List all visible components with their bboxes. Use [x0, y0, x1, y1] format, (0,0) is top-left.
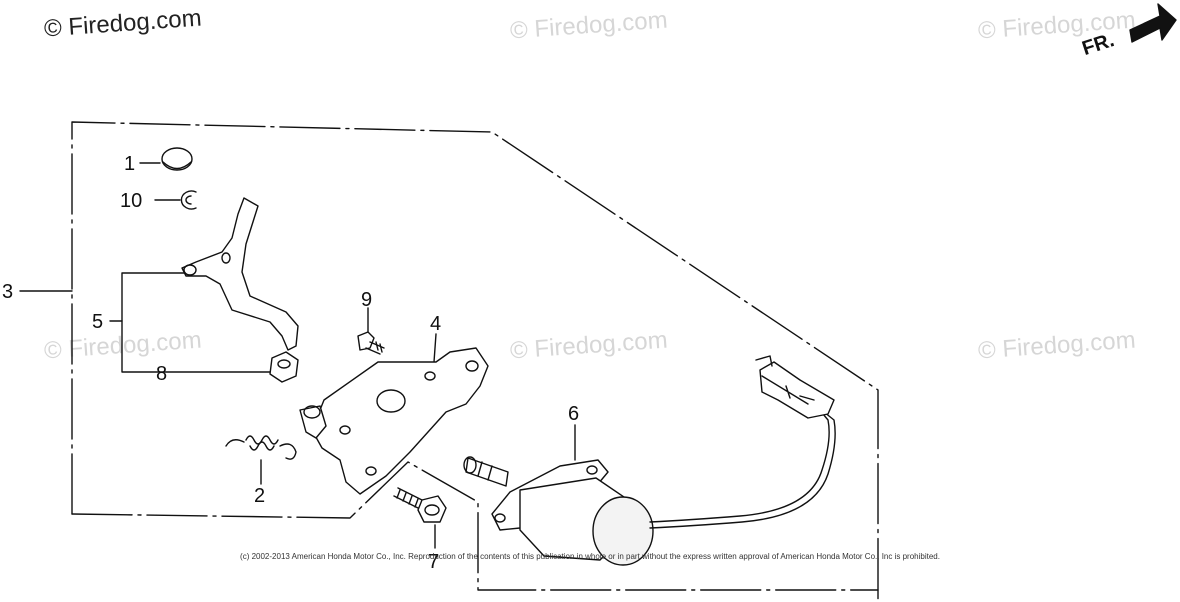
callout-6: 6 — [568, 403, 579, 425]
part-1-cap — [161, 147, 193, 171]
callout-2: 2 — [254, 485, 265, 507]
callout-1: 1 — [124, 153, 135, 175]
part-10-clip — [180, 190, 197, 210]
assembly-boundary — [71, 121, 879, 602]
leader-4 — [433, 333, 437, 363]
leader-5-bracket — [121, 272, 271, 373]
callout-7: 7 — [428, 551, 439, 573]
fr-arrow — [1129, 3, 1177, 43]
callout-9: 9 — [361, 289, 372, 311]
part-2-spring — [225, 435, 297, 460]
callout-10: 10 — [120, 190, 142, 212]
part-6-solenoid — [463, 355, 836, 566]
callout-5: 5 — [92, 311, 103, 333]
callout-8: 8 — [156, 363, 167, 385]
callout-3: 3 — [2, 281, 13, 303]
part-9-screw — [357, 331, 385, 355]
copyright-notice: (c) 2002-2013 American Honda Motor Co., … — [240, 552, 940, 561]
direction-label: FR. — [1079, 29, 1116, 60]
part-8-nut — [269, 351, 299, 383]
part-7-bolt — [393, 487, 447, 523]
callout-4: 4 — [430, 313, 441, 335]
assembly-boundary-bottom — [71, 461, 879, 591]
part-5-lever — [181, 197, 299, 351]
part-4-plate — [299, 347, 489, 495]
